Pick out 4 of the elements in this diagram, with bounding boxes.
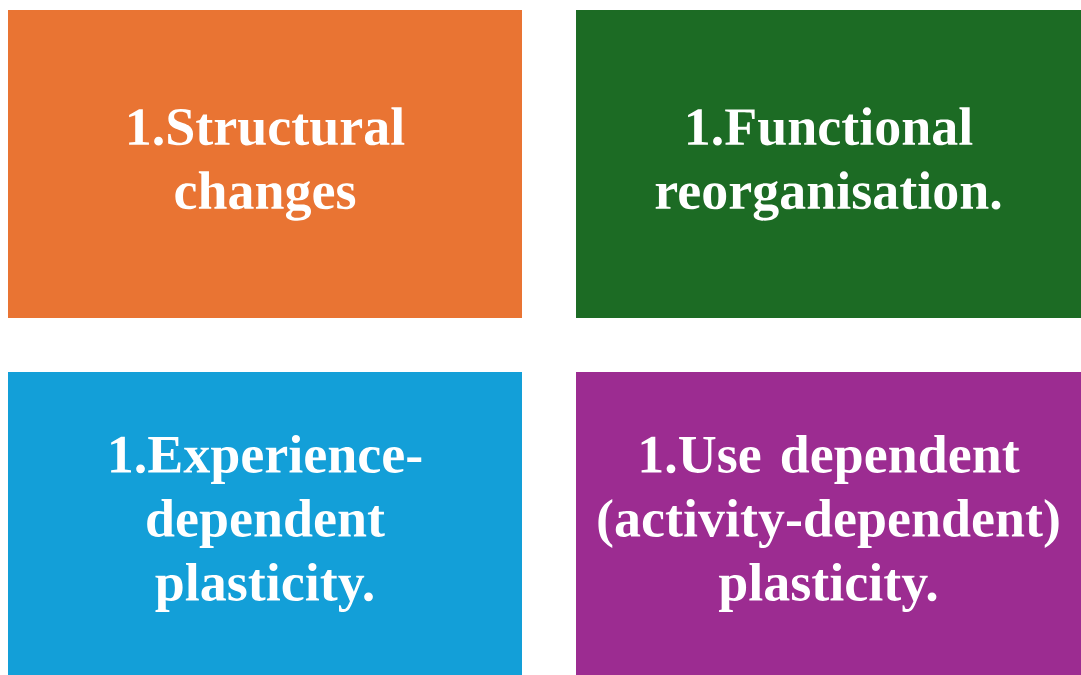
text-box: 1.Experience-dependent plasticity. <box>8 372 522 675</box>
text-box: 1.Functional reorganisation. <box>576 10 1081 318</box>
text-box: 1.Use dependent (activity-dependent) plasticity. <box>576 372 1081 675</box>
text-box: 1.Structural changes <box>8 10 522 318</box>
